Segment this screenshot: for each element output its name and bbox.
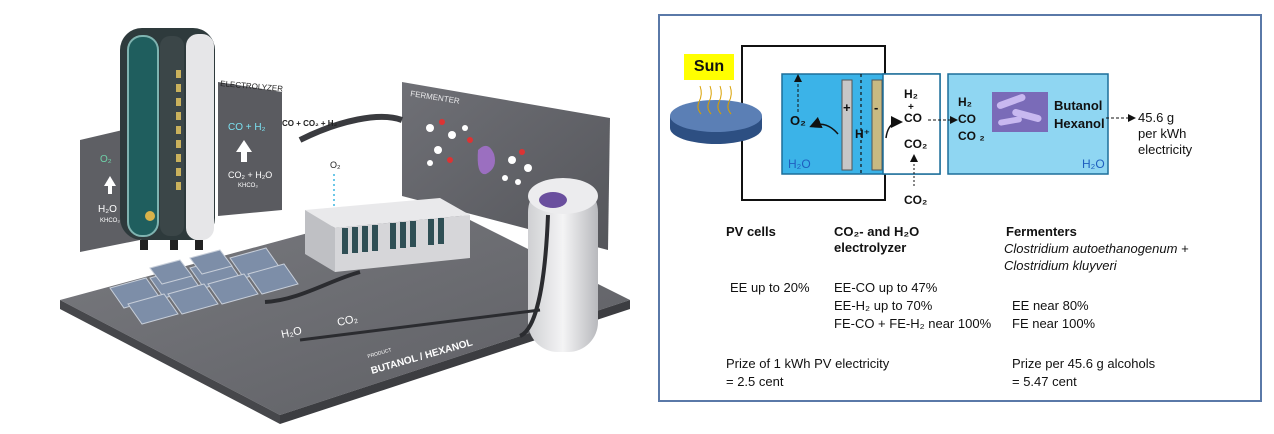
up-arrow-center-icon [236,140,252,162]
anode-o2: O₂ [790,113,806,128]
circuit-wire [741,45,886,201]
co2-input: CO₂ [904,193,927,207]
pv-ee: EE up to 20% [730,280,810,295]
scheme-svg: O₂ H₂O + - H⁺ H₂ + CO CO₂ CO₂ H₂ CO CO ₂… [670,45,1193,207]
fermenter-co: CO [958,112,976,126]
tank-hose [519,214,550,338]
col2-header-line1: CO₂- and H₂O [834,224,920,239]
bacterium-icon [477,145,495,175]
sun-rays [697,85,732,115]
fermenter-h2o: H₂O [1082,157,1105,171]
yield-line3: electricity [1138,142,1193,157]
gas-pipe [298,113,404,143]
water-pipe [299,308,541,342]
cathode-co: CO [904,111,922,125]
plus-sign: + [843,100,851,115]
col3-species-line2: Clostridium kluyveri [1004,258,1117,273]
yield-line2: per kWh [1138,126,1186,141]
price-pv-line2: = 2.5 cent [726,374,784,389]
floor-h2o: H₂O [280,325,303,341]
membrane-ion: H⁺ [855,127,870,141]
power-cable [264,270,361,304]
storage-tank [528,182,598,352]
price-ferm-line1: Prize per 45.6 g alcohols [1012,356,1156,371]
o2-side-text: O₂ [100,154,112,165]
cathode-h2: H₂ [904,87,918,101]
electrolyzer-frame-teal [127,35,159,237]
minus-sign: - [874,100,878,115]
co-h2-text: CO + H₂ [228,122,266,133]
electrolyzer-cells [176,70,181,190]
anode-curve-arrow [809,116,839,135]
pipe-label: CO + CO₂ + H₂ [282,119,338,128]
ferm-ee: EE near 80% [1012,298,1089,313]
price-ferm-line2: = 5.47 cent [1012,374,1077,389]
electrolyzer-frame-mid [160,36,184,236]
control-rack-top [305,198,470,228]
solar-array [109,247,299,325]
fermenter-h2: H₂ [958,95,972,109]
anode-electrode [841,79,853,171]
plus-terminal-icon [145,211,155,221]
cathode-co2: CO₂ [904,137,927,151]
up-arrow-left-icon [104,176,116,194]
o2-top-label: O₂ [330,160,341,170]
cathode-curve-arrow [885,116,903,139]
sun-label: Sun [684,54,734,80]
khco3-side-text: KHCO₃ [100,218,120,224]
col1-header: PV cells [726,224,776,239]
khco3-center-text: KHCO₃ [238,183,258,189]
product-hexanol: Hexanol [1054,116,1105,131]
anode-h2o: H₂O [788,157,811,171]
pv-disc-top [670,100,762,132]
molecule-icons [426,119,532,185]
col3-header: Fermenters [1006,224,1077,239]
yield-line1: 45.6 g [1138,110,1174,125]
floor-edge-left [60,300,280,424]
h2o-side-text: H₂O [98,204,117,215]
bacteria-rods [996,94,1042,126]
floor-co2: CO₂ [336,313,359,329]
product-butanol: Butanol [1054,98,1102,113]
floor-slab [60,200,630,415]
col3-species-line1: Clostridium autoethanogenum + [1004,241,1189,256]
co2-h2o-text: CO₂ + H₂O [228,170,272,180]
cathode-electrode [871,79,883,171]
stack-feet [140,240,203,250]
cathode-plus: + [908,102,914,113]
process-scheme-panel: O₂ H₂O + - H⁺ H₂ + CO CO₂ CO₂ H₂ CO CO ₂… [658,14,1262,402]
fermenter-co2: CO ₂ [958,129,985,143]
tank-window [539,192,567,208]
elec-fe: FE-CO + FE-H₂ near 100% [834,316,992,331]
col2-header-line2: electrolyzer [834,240,907,255]
plant-illustration-svg: FERMENTER CO + CO₂ + H₂ O₂ H₂O KHCO₃ ELE… [60,28,630,424]
electrolyzer-frame-white [186,34,214,240]
price-pv-line1: Prize of 1 kWh PV electricity [726,356,890,371]
plant-illustration: FERMENTER CO + CO₂ + H₂ O₂ H₂O KHCO₃ ELE… [0,0,640,429]
rack-modules [342,218,444,254]
ferm-fe: FE near 100% [1012,316,1096,331]
control-rack-side [305,210,335,272]
elec-ee-co: EE-CO up to 47% [834,280,938,295]
elec-ee-h2: EE-H₂ up to 70% [834,298,933,313]
